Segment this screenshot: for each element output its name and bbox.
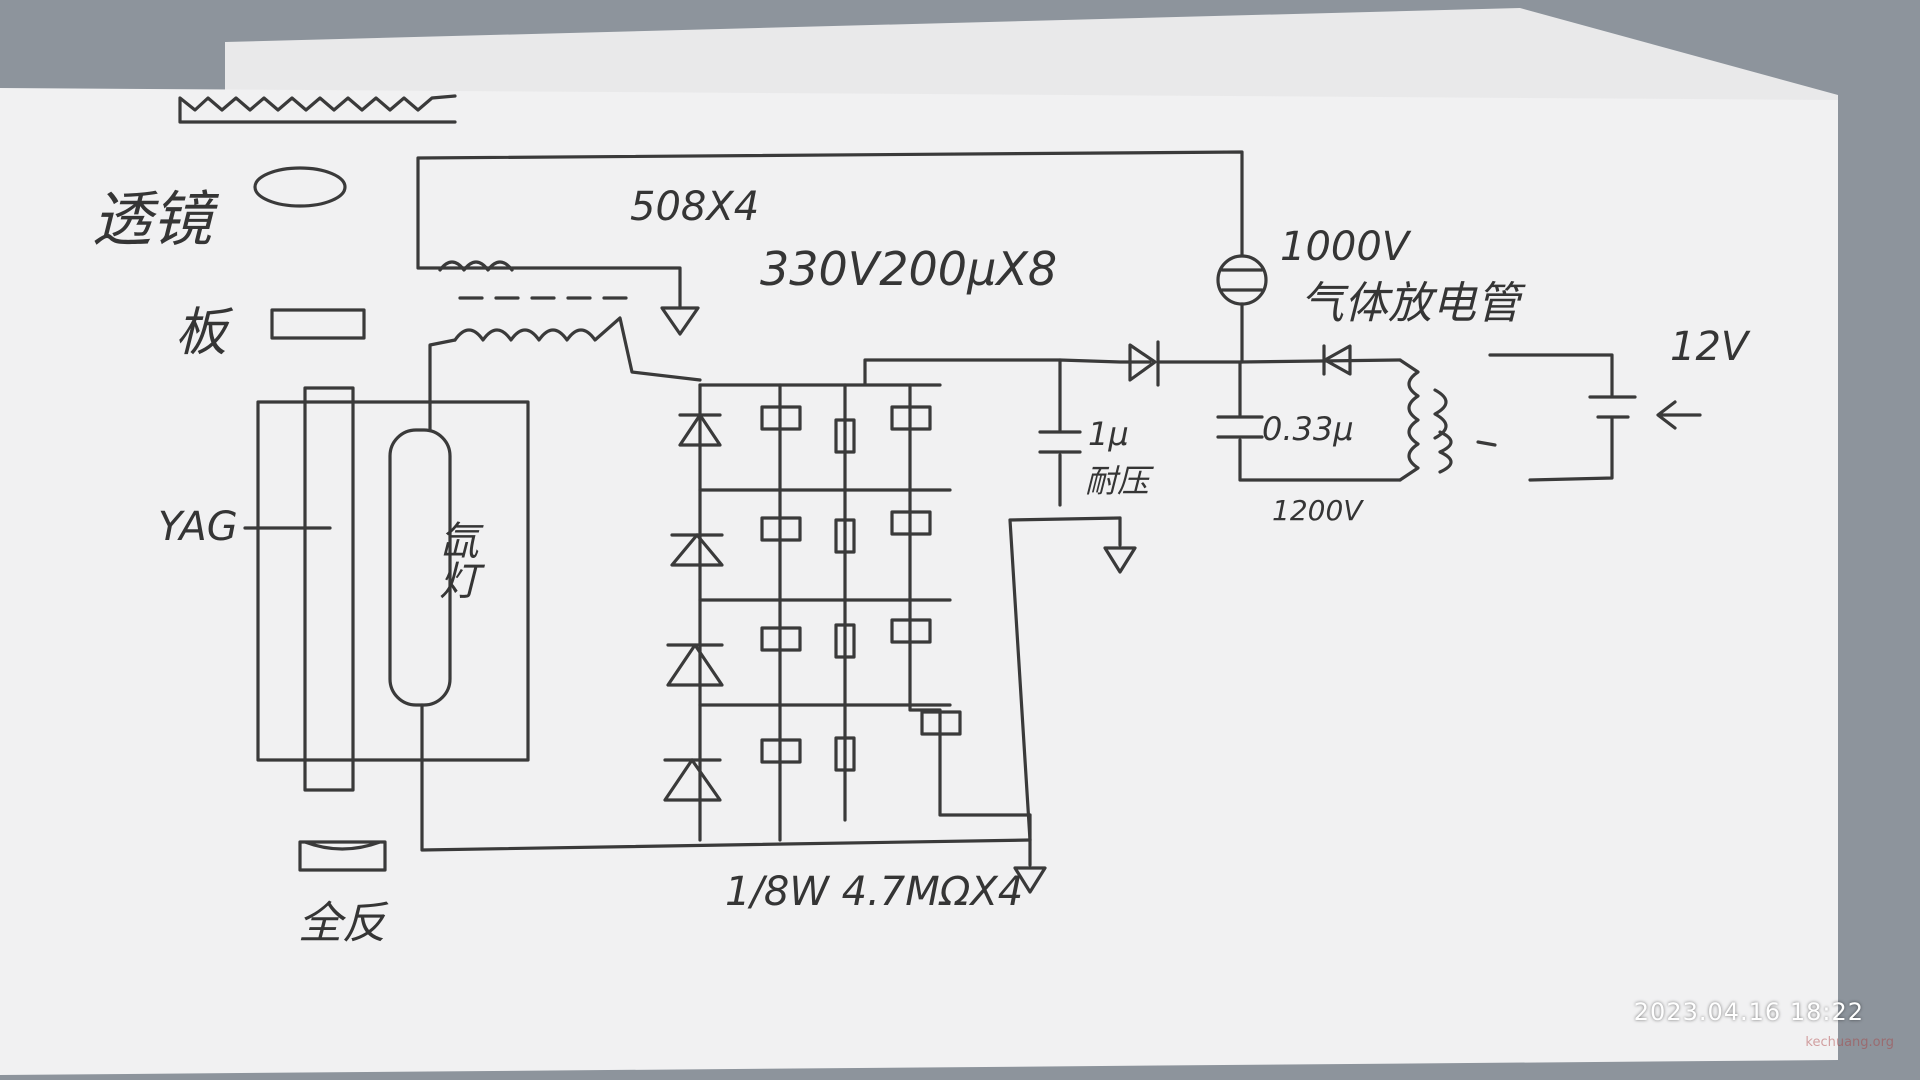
label-discharge-tube: 气体放电管 [1300, 278, 1526, 329]
label-lamp: 氙灯 [432, 520, 478, 600]
wire-top-loop [416, 150, 1244, 310]
yag-rod [303, 386, 355, 792]
diode-2 [670, 533, 724, 567]
watermark: kechuang.org [1805, 1035, 1894, 1050]
top-scribble [178, 94, 457, 124]
label-resistors: 1/8W 4.7MΩX4 [725, 869, 1023, 915]
label-discharge-voltage: 1000V [1280, 224, 1412, 270]
wire-right-column [1008, 358, 1152, 842]
diode-1 [678, 413, 722, 447]
wire-lamp-trigger [428, 338, 457, 432]
label-main-cap: 0.33μ [1262, 410, 1354, 448]
ladder-top-rail [698, 358, 1062, 387]
trigger-capacitor [1038, 430, 1082, 454]
capacitor-bank [760, 405, 962, 764]
label-full-mirror: 全反 [298, 898, 389, 949]
wire-lamp-bottom [420, 703, 1032, 852]
supply-battery [1588, 395, 1637, 419]
supply-arrow [1656, 400, 1702, 430]
photo-timestamp: 2023.04.16 18:22 [1633, 998, 1864, 1026]
ground-arrow-right [1103, 516, 1137, 574]
label-mirror: 透镜 [92, 185, 220, 255]
diode-3 [666, 643, 724, 687]
output-diode [1322, 344, 1352, 376]
stepup-transformer [1398, 358, 1453, 482]
paper-sheet [0, 88, 1838, 1075]
lens-symbol [253, 166, 347, 208]
diode-4 [663, 758, 722, 802]
main-capacitor [1216, 415, 1264, 439]
wire-hv-bus [1156, 358, 1402, 482]
transformer-primary [438, 260, 514, 272]
full-mirror-symbol [298, 840, 387, 872]
label-trigger-cap-2: 耐压 [1085, 462, 1154, 500]
label-pulse-transformer: 508X4 [630, 184, 759, 230]
cavity-housing [256, 400, 530, 762]
xenon-lamp-tube [388, 428, 452, 707]
wire-supply [1476, 353, 1614, 482]
label-supply: 12V [1670, 324, 1751, 370]
ground-arrow-top [660, 306, 700, 336]
plate-symbol [270, 308, 366, 340]
resistor-chain [834, 418, 856, 772]
label-plate: 板 [175, 303, 234, 363]
transformer-secondary [453, 316, 702, 382]
label-crystal: YAG [158, 504, 238, 550]
label-trigger-cap: 1μ [1088, 415, 1129, 453]
cap-column-2 [908, 383, 1032, 817]
label-caps: 330V200μX8 [760, 242, 1057, 296]
label-output-voltage: 1200V [1272, 494, 1364, 527]
